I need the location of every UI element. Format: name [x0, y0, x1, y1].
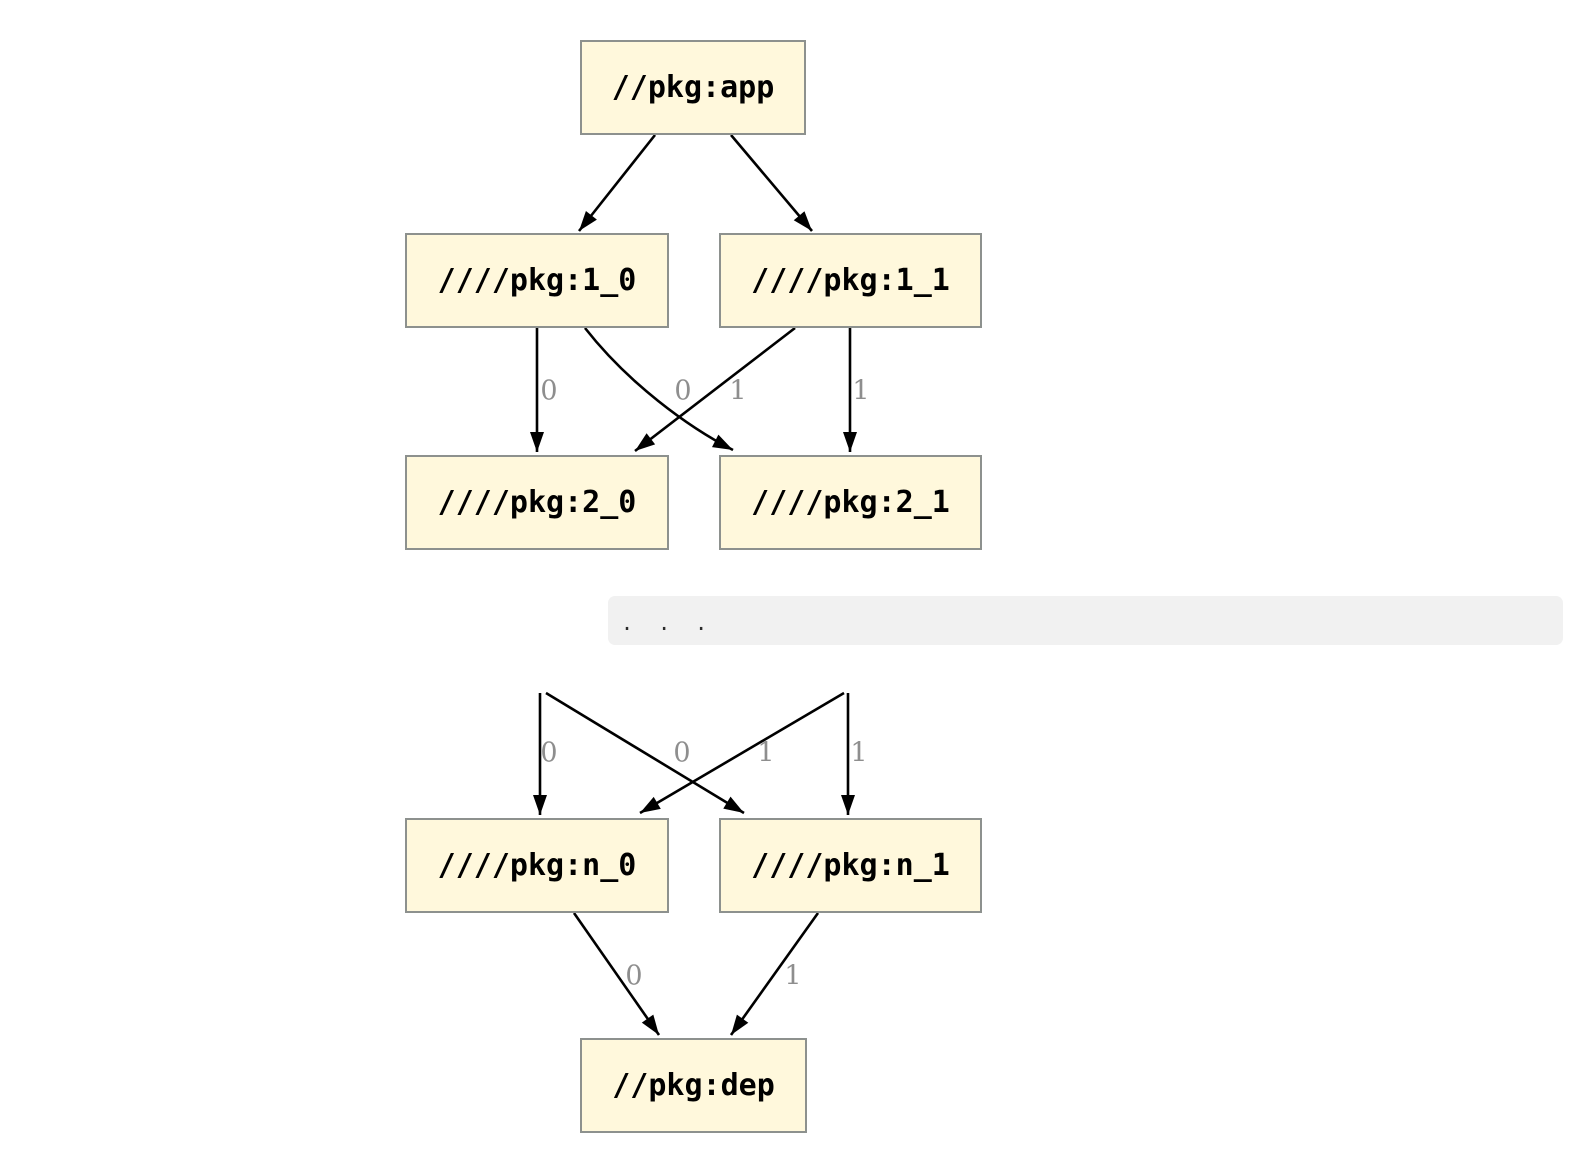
node-pkg-2_0-label: ////pkg:2_0 — [437, 485, 637, 520]
edge-elided-to-n_0-cross — [639, 691, 845, 815]
node-pkg-n_1: ////pkg:n_1 — [719, 818, 982, 913]
node-pkg-dep: //pkg:dep — [580, 1038, 807, 1133]
edge-1_1-to-2_0 — [634, 326, 796, 453]
node-pkg-1_0-label: ////pkg:1_0 — [437, 263, 637, 298]
node-pkg-n_1-label: ////pkg:n_1 — [751, 848, 950, 883]
edge-elided-to-n_1-cross — [545, 691, 745, 815]
edge-label-1_0-2_0: 0 — [540, 375, 558, 407]
node-pkg-1_0: ////pkg:1_0 — [405, 233, 669, 328]
edge-label-1_1-2_0: 0 — [674, 375, 692, 407]
edge-label-1_1-2_1: 1 — [852, 375, 870, 407]
edge-label-n_0-dep: 0 — [625, 960, 643, 992]
edge-label-elided-n_1-cross: 1 — [757, 737, 775, 769]
node-pkg-n_0: ////pkg:n_0 — [405, 818, 669, 913]
edge-app-to-1_0 — [577, 134, 657, 232]
node-pkg-2_1: ////pkg:2_1 — [719, 455, 982, 550]
edge-label-elided-n_0-cross: 0 — [673, 737, 691, 769]
node-pkg-app: //pkg:app — [580, 40, 806, 135]
node-pkg-1_1-label: ////pkg:1_1 — [751, 263, 950, 298]
node-pkg-2_0: ////pkg:2_0 — [405, 455, 669, 550]
edge-label-elided-n_1-straight: 1 — [850, 737, 868, 769]
ellipsis-code-bar: . . . — [608, 596, 1563, 645]
node-pkg-2_1-label: ////pkg:2_1 — [751, 485, 950, 520]
node-pkg-app-label: //pkg:app — [611, 70, 775, 105]
edge-label-1_0-2_1: 1 — [729, 375, 747, 407]
ellipsis-text: . . . — [621, 611, 714, 635]
edge-label-elided-n_0-straight: 0 — [540, 737, 558, 769]
edge-n_0-to-dep — [572, 912, 661, 1036]
edge-app-to-1_1 — [730, 134, 813, 232]
node-pkg-1_1: ////pkg:1_1 — [719, 233, 982, 328]
edge-n_1-to-dep — [729, 912, 820, 1036]
node-pkg-n_0-label: ////pkg:n_0 — [437, 848, 637, 883]
edge-label-n_1-dep: 1 — [784, 960, 802, 992]
edge-1_0-to-2_1 — [583, 327, 734, 452]
node-pkg-dep-label: //pkg:dep — [612, 1068, 775, 1103]
